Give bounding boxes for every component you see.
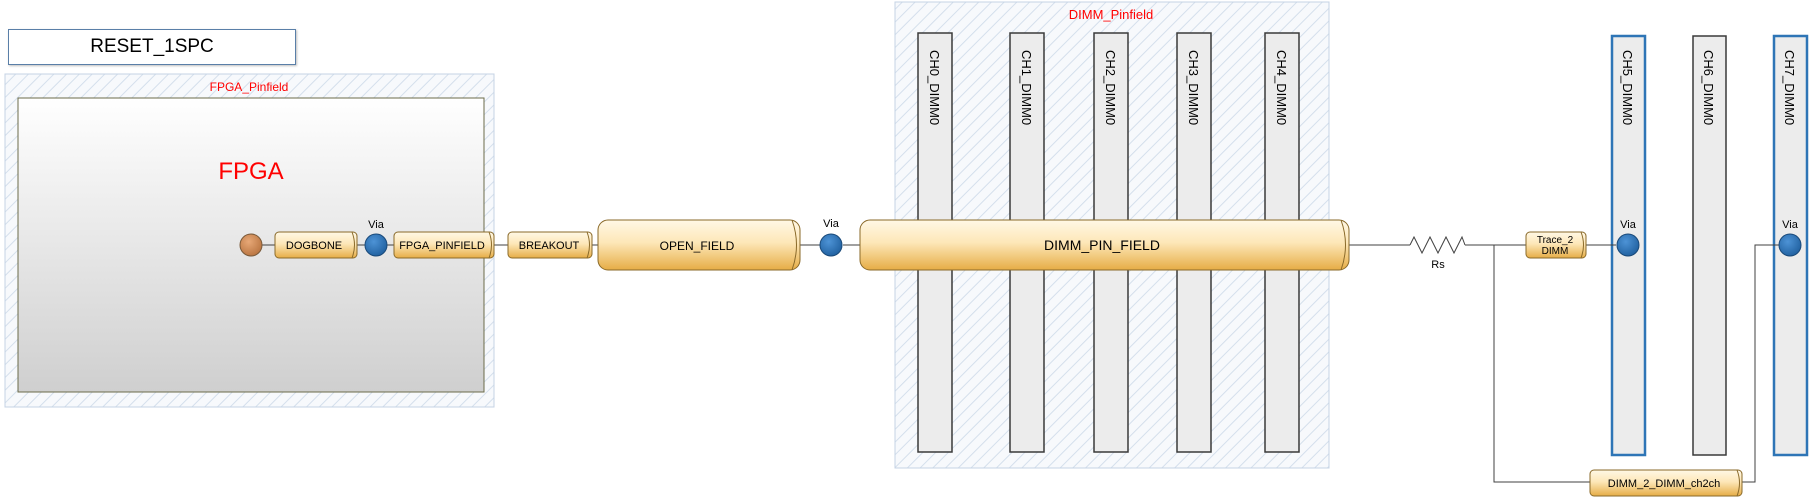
dimm-slot-label: CH4_DIMM0 — [1274, 50, 1289, 125]
resistor-label: Rs — [1431, 259, 1445, 271]
dimm-slot-label: CH5_DIMM0 — [1620, 50, 1635, 125]
segment-label: FPGA_PINFIELD — [399, 240, 485, 252]
dimm-slot: CH6_DIMM0 — [1692, 35, 1727, 456]
segment-dimm-2-dimm: DIMM_2_DIMM_ch2ch — [1589, 469, 1743, 497]
source-pad — [239, 233, 263, 257]
segment-label: DOGBONE — [286, 240, 342, 252]
segment-dimm-pin-field: DIMM_PIN_FIELD — [859, 219, 1350, 271]
segment-label: OPEN_FIELD — [660, 239, 735, 253]
segment-fpga-pinfield: FPGA_PINFIELD — [393, 231, 495, 259]
via: Via — [1778, 219, 1802, 257]
dimm-slot-label: CH6_DIMM0 — [1701, 50, 1716, 125]
fpga-label: FPGA — [218, 158, 283, 185]
via: Via — [364, 219, 388, 257]
segment-label: DIMM_2_DIMM_ch2ch — [1608, 478, 1720, 490]
via-label: Via — [1620, 219, 1637, 231]
wires — [262, 235, 1779, 483]
dimm-slot-label: CH2_DIMM0 — [1103, 50, 1118, 125]
fpga-pinfield-label: FPGA_Pinfield — [210, 80, 289, 94]
via: Via — [819, 218, 843, 257]
segment-dogbone: DOGBONE — [274, 231, 358, 259]
segment-open-field: OPEN_FIELD — [597, 219, 801, 271]
dimm-slot-label: CH0_DIMM0 — [927, 50, 942, 125]
via-label: Via — [1782, 219, 1799, 231]
via: Via — [1616, 219, 1640, 257]
segment-label: DIMM — [1542, 246, 1569, 257]
dimm-pinfield-label: DIMM_Pinfield — [1069, 7, 1154, 22]
segment-label: BREAKOUT — [519, 240, 580, 252]
via-label: Via — [368, 219, 385, 231]
dimm-slot-label: CH1_DIMM0 — [1019, 50, 1034, 125]
dimm-slot-label: CH3_DIMM0 — [1186, 50, 1201, 125]
segment-label: Trace_2 — [1537, 235, 1574, 246]
segment-breakout: BREAKOUT — [507, 231, 593, 259]
diagram-title: RESET_1SPC — [8, 29, 296, 65]
segment-label: DIMM_PIN_FIELD — [1044, 237, 1160, 253]
segment-trace-2-dimm: Trace_2 DIMM — [1525, 231, 1587, 259]
dimm-slot-label: CH7_DIMM0 — [1782, 50, 1797, 125]
via-label: Via — [823, 218, 840, 230]
